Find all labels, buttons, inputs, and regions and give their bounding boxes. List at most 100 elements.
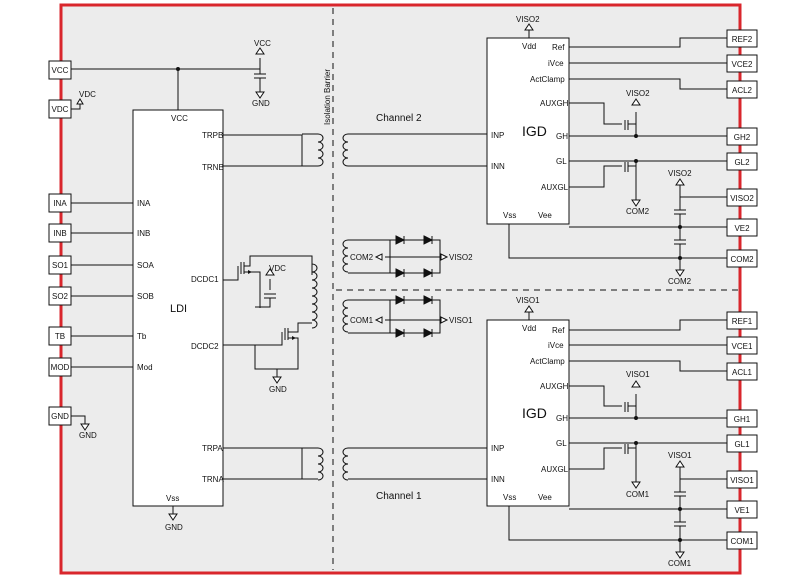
ldi-soa-pin: SOA [137,261,155,270]
pin-gh2 [726,127,758,146]
igd1-com-arrow-label: COM1 [626,490,650,499]
igd2-auxgl-pin: AUXGL [541,183,569,192]
pin-ina-label: INA [53,199,67,208]
dcdc-transformer [311,239,349,333]
rectifier-channel2: COM2 VISO2 [348,235,473,278]
igd1-vdd-pin: Vdd [522,324,536,333]
pin-ve1 [726,500,758,519]
igd1-gh-pin: GH [556,414,568,423]
pin-so2-label: SO2 [52,292,69,301]
ldi-inb-pin: INB [137,229,150,238]
pin-com1 [726,531,758,550]
ldi-tb-pin: Tb [137,332,147,341]
channel1-wiring: COM1 VISO1 VISO1 COM1 [508,319,727,568]
gnd-arrow-icon [255,91,265,99]
pin-vce2-label: VCE2 [732,60,753,69]
pin-gl2 [726,152,758,171]
vdc-arrow-icon [76,98,84,105]
igd2-gh-pin: GH [556,132,568,141]
vcc-arrow-icon [255,47,265,55]
rectifier1-viso-label: VISO1 [449,316,473,325]
pin-com2-label: COM2 [730,255,754,264]
pin-ref1 [726,311,758,330]
pin-acl1-label: ACL1 [732,368,753,377]
gnd-arrow-icon [272,376,282,384]
ldi-gnd-label: GND [165,523,183,532]
left-supply-symbols: VDC GND [71,90,97,440]
ldi-sob-pin: SOB [137,292,154,301]
igd2-inn-pin: INN [491,162,505,171]
igd1-auxgl-pin: AUXGL [541,465,569,474]
ldi-dcdc1-pin: DCDC1 [191,275,219,284]
igd2-block [486,37,570,225]
igd1-com-cap-label: COM1 [668,559,692,568]
ldi-input-wires [71,202,133,368]
igd2-ref-pin: Ref [552,43,565,52]
pin-ve2-label: VE2 [734,224,750,233]
igd1-ivce-pin: iVce [548,341,564,350]
vcc-top-label: VCC [254,39,271,48]
pin-tb-label: TB [55,332,65,341]
igd1-actclamp-pin: ActClamp [530,357,565,366]
igd1-inn-pin: INN [491,475,505,484]
igd1-viso-top-label: VISO1 [516,296,540,305]
dcdc-switch-lower [223,322,312,370]
pin-viso1-label: VISO1 [730,476,754,485]
pin-so1-label: SO1 [52,261,69,270]
pin-ref2 [726,29,758,48]
gnd-arrow-icon [168,513,178,521]
rectifier1-com-label: COM1 [350,316,374,325]
pin-inb-label: INB [53,229,66,238]
left-gnd-label: GND [79,431,97,440]
igd1-name: IGD [522,405,547,421]
igd2-viso-cap-label: VISO2 [668,169,692,178]
viso-arrow-icon [675,178,685,186]
isolation-barrier-label: Isolation Barrier [323,69,332,125]
igd1-inp-pin: INP [491,444,504,453]
pin-gnd-label: GND [51,412,69,421]
igd2-actclamp-pin: ActClamp [530,75,565,84]
rectifier-channel1: COM1 VISO1 [348,295,473,338]
igd2-vee-pin: Vee [538,211,552,220]
ldi-trna-pin: TRNA [202,475,224,484]
com-arrow-icon [374,253,383,261]
rectifier2-viso-label: VISO2 [449,253,473,262]
vdc-arrow-icon [265,268,275,276]
dcdc-switch-upper [223,255,313,308]
viso-arrow-icon [524,305,534,313]
channel2-wiring: COM2 VISO2 VISO2 COM2 [508,37,727,286]
pin-ve2 [726,218,758,237]
pin-gh1 [726,409,758,428]
pin-com1-label: COM1 [730,537,754,546]
pin-vce1 [726,336,758,355]
ldi-block [132,109,224,507]
viso-arrow-icon [631,98,641,106]
pin-vce1-label: VCE1 [732,342,753,351]
com-arrow-icon [675,269,685,277]
dcdc-gnd-label: GND [269,385,287,394]
pin-vce2 [726,54,758,73]
transformer-top [302,133,490,167]
pin-vdc-label: VDC [52,105,69,114]
left-vdc-label: VDC [79,90,96,99]
dcdc-capacitor-icon [255,279,276,308]
right-connectors-bottom: REF1 VCE1 ACL1 GH1 GL1 VISO1 VE1 COM1 [726,311,758,550]
igd1-viso-auxgh-label: VISO1 [626,370,650,379]
igd2-ivce-pin: iVce [548,59,564,68]
igd2-auxgh-pin: AUXGH [540,99,569,108]
pin-mod-label: MOD [51,363,70,372]
pin-vcc [48,60,72,80]
vcc-cap-gnd-label: GND [252,99,270,108]
pin-ref2-label: REF2 [732,35,753,44]
pin-viso1 [726,470,758,489]
pin-gl1 [726,434,758,453]
ldi-trnb-pin: TRNB [202,163,224,172]
pin-com2 [726,249,758,268]
transformer-wires [223,134,303,480]
pin-ve1-label: VE1 [734,506,750,515]
ldi-ina-pin: INA [137,199,151,208]
transformer-bottom [302,447,490,481]
com-arrow-icon [631,199,641,207]
channel2-label: Channel 2 [376,113,422,124]
gnd-arrow-icon [80,423,90,431]
